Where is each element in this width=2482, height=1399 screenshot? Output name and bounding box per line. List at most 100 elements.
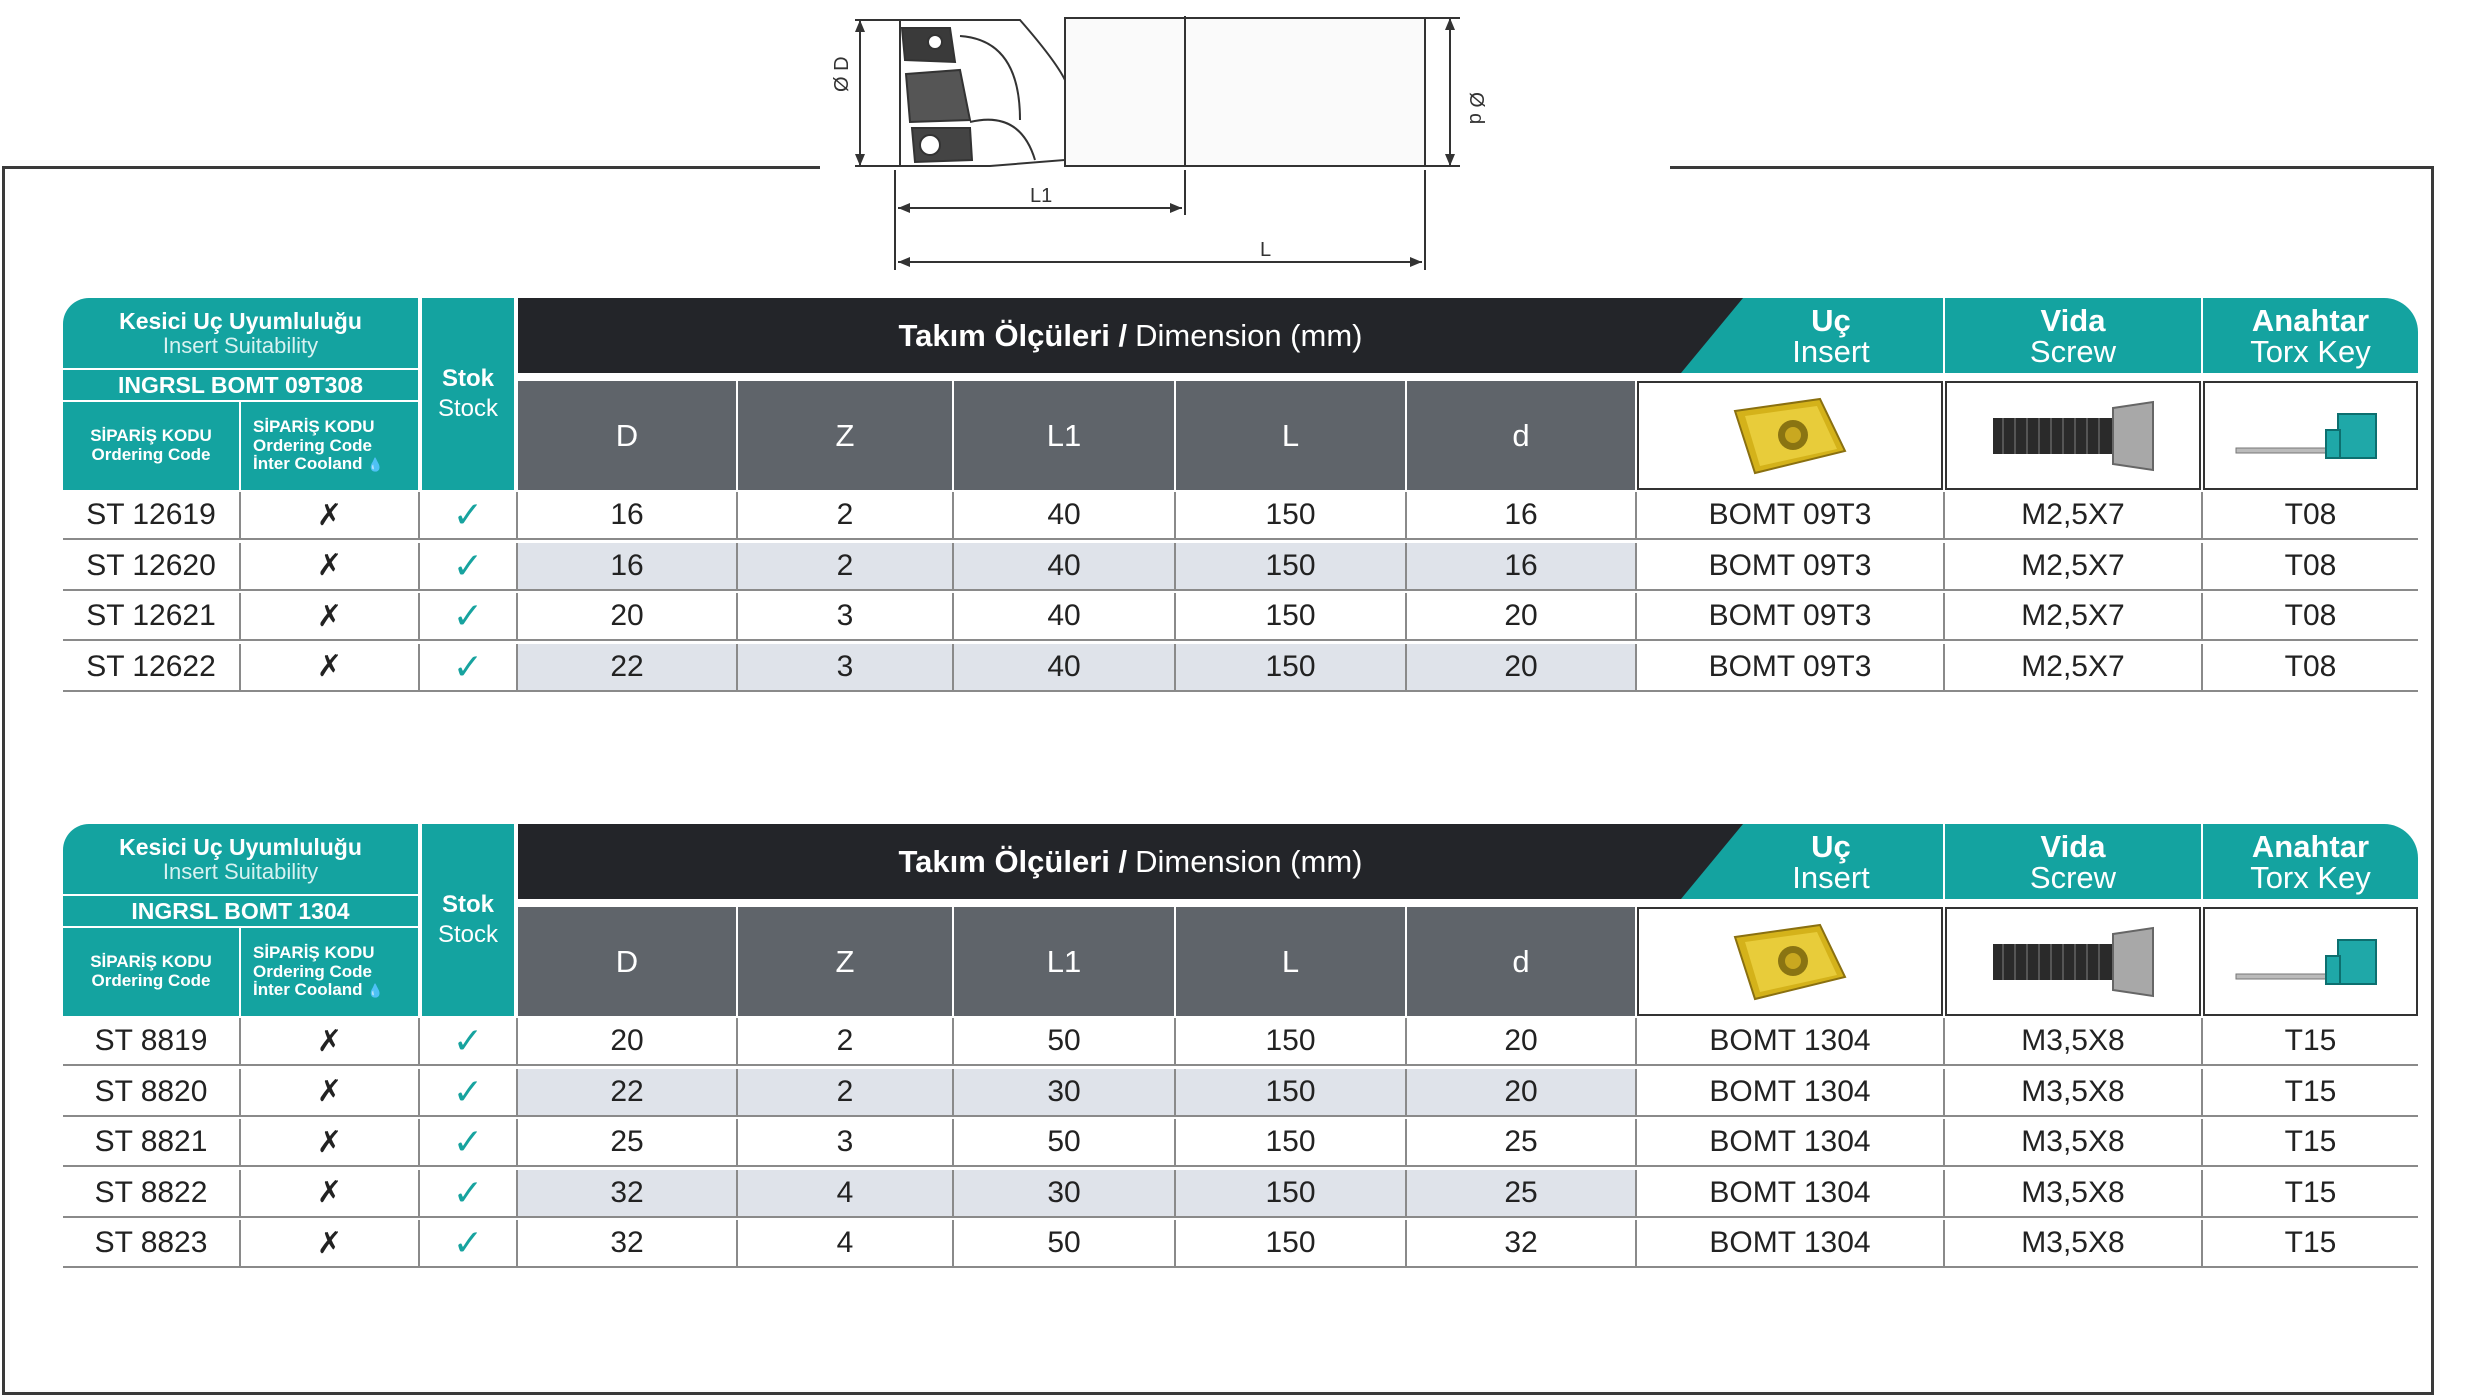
screw-cell: M2,5X7	[1945, 593, 2203, 639]
diameter-D-label: Ø D	[831, 56, 853, 92]
screw-cell: M3,5X8	[1945, 1169, 2203, 1216]
coolant-code-en: Ordering Code	[253, 961, 373, 981]
coolant-code-tr: SİPARİŞ KODU	[253, 417, 375, 437]
d-cell: 16	[1407, 542, 1637, 589]
key-en: Torx Key	[2250, 333, 2371, 369]
d-cell: 25	[1407, 1119, 1637, 1165]
insert-cell: BOMT 1304	[1637, 1169, 1945, 1216]
ordering-code-header: SİPARİŞ KODU Ordering Code	[63, 402, 241, 490]
Z-cell: 3	[738, 1119, 954, 1165]
D-cell: 25	[518, 1119, 738, 1165]
D-cell: 16	[518, 542, 738, 589]
length-L-label: L	[1260, 239, 1271, 261]
ordering-code-en: Ordering Code	[91, 445, 211, 464]
D-cell: 20	[518, 1018, 738, 1064]
screw-cell: M3,5X8	[1945, 1119, 2203, 1165]
Z-cell: 4	[738, 1220, 954, 1266]
insert-suitability-header: Kesici Uç Uyumluluğu Insert Suitability	[63, 298, 418, 368]
stock-cell: ✓	[420, 1018, 518, 1064]
stock-cell: ✓	[420, 542, 518, 589]
D-cell: 32	[518, 1220, 738, 1266]
stock-tr: Stok	[441, 365, 494, 392]
stock-cell: ✓	[420, 1068, 518, 1115]
Z-cell: 3	[738, 643, 954, 690]
torx-key-cell: T15	[2284, 1175, 2337, 1209]
ordering-code-header: SİPARİŞ KODU Ordering Code	[63, 928, 241, 1016]
stock-cell: ✓	[420, 643, 518, 690]
insert-tr: Uç	[1811, 302, 1851, 338]
col-L-header: L	[1176, 381, 1405, 490]
torx-key-cell: T15	[2284, 1226, 2337, 1259]
stock-cell: ✓	[420, 492, 518, 538]
screw-image	[1945, 907, 2201, 1016]
screw-cell: M3,5X8	[1945, 1220, 2203, 1266]
coolant-cell: ✗	[241, 1220, 420, 1266]
ordering-code-cell: ST 8821	[63, 1119, 241, 1165]
Z-cell: 2	[738, 1068, 954, 1115]
insert-cell: BOMT 1304	[1637, 1119, 1945, 1165]
ordering-code-cell: ST 8822	[63, 1169, 241, 1216]
L1-cell: 40	[954, 492, 1176, 538]
L-cell: 150	[1176, 1119, 1407, 1165]
insert-cell: BOMT 1304	[1637, 1220, 1945, 1266]
coolant-code-header: SİPARİŞ KODU Ordering Code İnter Cooland…	[241, 402, 418, 490]
d-cell: 20	[1407, 593, 1637, 639]
insert-cell: BOMT 1304	[1637, 1018, 1945, 1064]
coolant-code-extra: İnter Cooland 💧	[253, 454, 384, 474]
col-Z-header: Z	[738, 907, 952, 1016]
L-cell: 150	[1176, 593, 1407, 639]
screw-header: Vida Screw	[1945, 824, 2201, 899]
coolant-cell: ✗	[241, 1169, 420, 1216]
insert-en: Insert	[1792, 859, 1870, 895]
length-L1-label: L1	[1030, 185, 1052, 207]
ordering-code-tr: SİPARİŞ KODU	[90, 952, 212, 972]
torx-key-cell: T08	[2284, 548, 2337, 582]
L1-cell: 30	[954, 1169, 1176, 1216]
drop-icon: 💧	[367, 457, 384, 473]
L1-cell: 40	[954, 542, 1176, 589]
ordering-code-cell: ST 12621	[63, 593, 241, 639]
screw-header: Vida Screw	[1945, 298, 2201, 373]
end-mill-drawing: Ø D Ø d L1 L	[831, 16, 1487, 270]
screw-en: Screw	[2029, 333, 2117, 369]
insert-suitability-tr: Kesici Uç Uyumluluğu	[119, 308, 362, 335]
stock-cell: ✓	[420, 1220, 518, 1266]
ordering-code-cell: ST 8820	[63, 1068, 241, 1115]
screw-cell: M2,5X7	[1945, 492, 2203, 538]
D-cell: 22	[518, 1068, 738, 1115]
L-cell: 150	[1176, 643, 1407, 690]
coolant-cell: ✗	[241, 1119, 420, 1165]
L1-cell: 50	[954, 1018, 1176, 1064]
col-Z-header: Z	[738, 381, 952, 490]
col-d-header: d	[1407, 907, 1635, 1016]
Z-cell: 2	[738, 492, 954, 538]
L1-cell: 30	[954, 1068, 1176, 1115]
stock-en: Stock	[437, 395, 499, 422]
torx-key-cell: T15	[2284, 1125, 2337, 1158]
screw-icon	[1993, 926, 2154, 997]
torx-key-cell: T15	[2284, 1074, 2337, 1108]
D-cell: 32	[518, 1169, 738, 1216]
insert-icon	[1733, 923, 1847, 1000]
screw-cell: M3,5X8	[1945, 1018, 2203, 1064]
key-en: Torx Key	[2250, 859, 2371, 895]
col-d-header: d	[1407, 381, 1635, 490]
dimension-tr: Takım Ölçüleri /	[898, 843, 1128, 879]
coolant-cell: ✗	[241, 542, 420, 589]
key-tr: Anahtar	[2251, 828, 2370, 864]
insert-cell: BOMT 09T3	[1637, 542, 1945, 589]
ordering-code-cell: ST 12620	[63, 542, 241, 589]
coolant-cell: ✗	[241, 643, 420, 690]
tool-drawing: Ø D Ø d L1 L	[820, 0, 1670, 272]
d-cell: 20	[1407, 1068, 1637, 1115]
insert-suitability-en: Insert Suitability	[162, 858, 319, 884]
insert-en: Insert	[1792, 333, 1870, 369]
coolant-cell: ✗	[241, 593, 420, 639]
col-L-header: L	[1176, 907, 1405, 1016]
insert-suitability-header: Kesici Uç Uyumluluğu Insert Suitability	[63, 824, 418, 894]
dimension-en: Dimension (mm)	[1135, 317, 1363, 353]
